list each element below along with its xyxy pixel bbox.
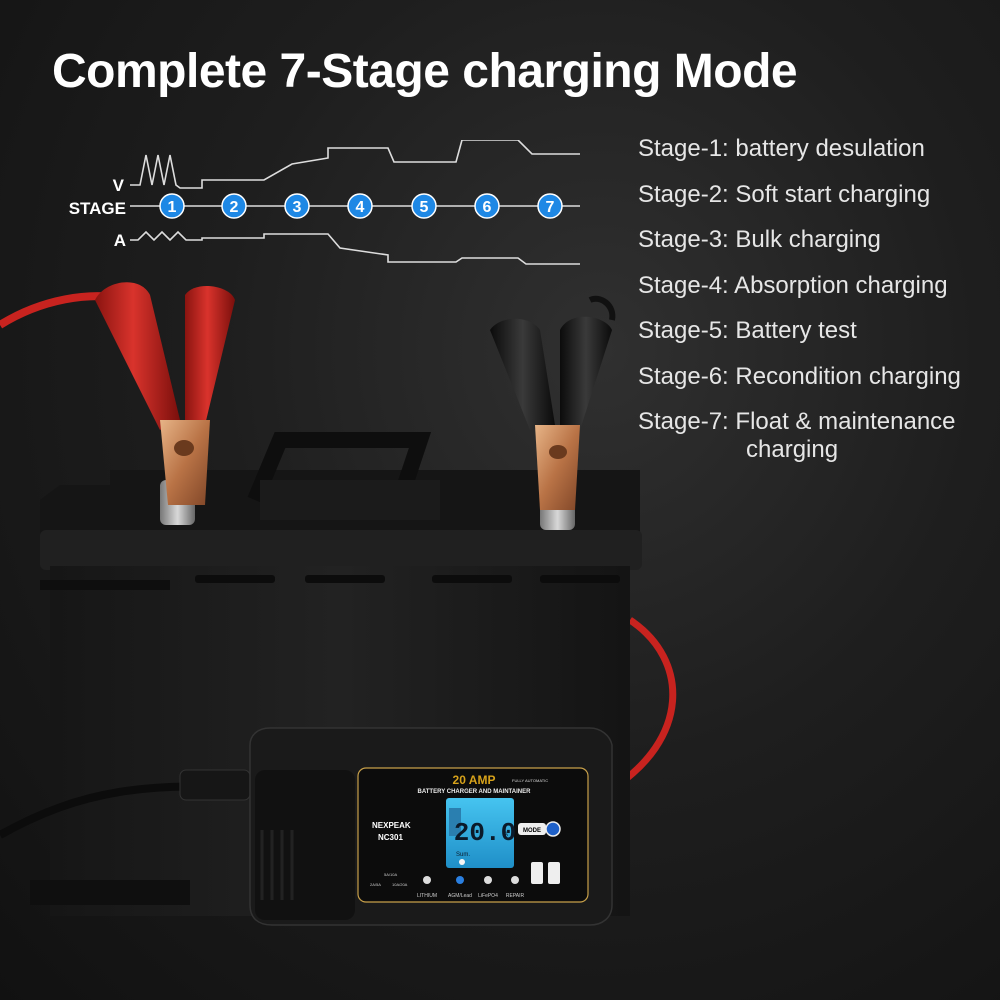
cord-plug	[179, 769, 251, 801]
switch-right[interactable]	[548, 862, 560, 884]
stage-number-6: 6	[483, 199, 492, 216]
charging-stage-diagram: V STAGE A 1 2 3 4 5 6 7	[69, 140, 580, 265]
current-curve	[130, 230, 580, 265]
stage-item-2: Stage-2: Soft start charging	[638, 180, 961, 226]
led-lifepo4	[484, 876, 492, 884]
stage-name: Stage-1:	[638, 135, 729, 162]
page-title: Complete 7-Stage charging Mode	[52, 45, 798, 98]
stage-marker-3	[284, 193, 310, 219]
stage-name: Stage-2:	[638, 180, 729, 208]
amp-5-10-label: 5A/10A	[384, 872, 397, 877]
stage-item-6: Stage-6: Recondition charging	[638, 362, 961, 408]
stage-number-1: 1	[168, 199, 177, 216]
stage-marker-4	[347, 193, 373, 219]
stage-marker-5	[411, 193, 437, 219]
battery-charger: 20 AMP FULLY AUTOMATIC BATTERY CHARGER A…	[249, 727, 613, 926]
model-name: NC301	[378, 833, 403, 842]
stage-item-3: Stage-3: Bulk charging	[638, 225, 961, 271]
led-agm-lead	[456, 876, 464, 884]
sun-icon	[459, 859, 465, 865]
stage-markers: 1 2 3 4 5 6 7	[159, 193, 563, 219]
stage-marker-1	[159, 193, 185, 219]
stage-item-5: Stage-5: Battery test	[638, 316, 961, 362]
stage-name: Stage-6:	[638, 362, 729, 390]
stage-desc: Bulk charging	[735, 226, 881, 253]
stage-desc: Absorption charging	[734, 271, 948, 299]
black-clamp	[490, 295, 616, 510]
stage-name: Stage-7:	[638, 408, 729, 435]
mode-dial[interactable]	[545, 821, 561, 837]
current-label: A	[114, 231, 126, 250]
led-repair	[511, 876, 519, 884]
charger-subtitle: BATTERY CHARGER AND MAINTAINER	[418, 789, 532, 795]
switch-left[interactable]	[531, 862, 543, 884]
lcd-value: 20.0	[454, 818, 516, 848]
stage-desc: Soft start charging	[735, 180, 931, 208]
mode-button-label: MODE	[523, 828, 541, 834]
stage-desc-continued: charging	[746, 436, 839, 463]
led-label-agm: AGM/Lead	[448, 893, 472, 899]
stage-item-4: Stage-4: Absorption charging	[638, 271, 961, 317]
stage-axis-label: STAGE	[69, 199, 126, 218]
stage-item-1: Stage-1: battery desulation	[638, 134, 961, 180]
stage-marker-7	[537, 193, 563, 219]
mode-button[interactable]	[518, 823, 546, 835]
stage-desc: Battery test	[735, 317, 857, 344]
stage-number-2: 2	[230, 199, 239, 216]
amp-2-5-label: 2A/5A	[370, 882, 381, 887]
stage-name: Stage-4:	[638, 271, 729, 299]
stage-number-4: 4	[356, 199, 365, 216]
stage-number-5: 5	[420, 199, 429, 216]
stage-desc: Recondition charging	[735, 362, 961, 390]
stage-desc: Float & maintenance	[735, 408, 956, 435]
lcd-display	[446, 798, 514, 868]
fully-automatic-label: FULLY AUTOMATIC	[512, 778, 548, 783]
voltage-label: V	[113, 176, 125, 195]
led-label-repair: REPAIR	[506, 893, 525, 899]
brand-name: NEXPEAK	[372, 821, 411, 830]
led-label-lifepo4: LiFePO4	[478, 893, 498, 899]
stage-number-7: 7	[546, 199, 555, 216]
red-clamp	[95, 282, 235, 505]
led-lithium	[423, 876, 431, 884]
stage-number-3: 3	[293, 199, 302, 216]
red-cable-right	[608, 617, 677, 793]
amp-rating: 20 AMP	[453, 773, 496, 787]
stage-marker-6	[474, 193, 500, 219]
stage-description-list: Stage-1: battery desulation Stage-2: Sof…	[638, 134, 961, 463]
stage-name: Stage-5:	[638, 317, 729, 344]
stage-name: Stage-3:	[638, 226, 729, 253]
season-label: Sum.	[456, 852, 470, 858]
amp-10-20-label: 10A/20A	[392, 882, 408, 887]
lcd-unit: A	[504, 832, 508, 838]
voltage-curve	[130, 140, 580, 189]
stage-desc: battery desulation	[735, 135, 925, 162]
led-label-lithium: LITHIUM	[417, 893, 437, 899]
stage-marker-2	[221, 193, 247, 219]
